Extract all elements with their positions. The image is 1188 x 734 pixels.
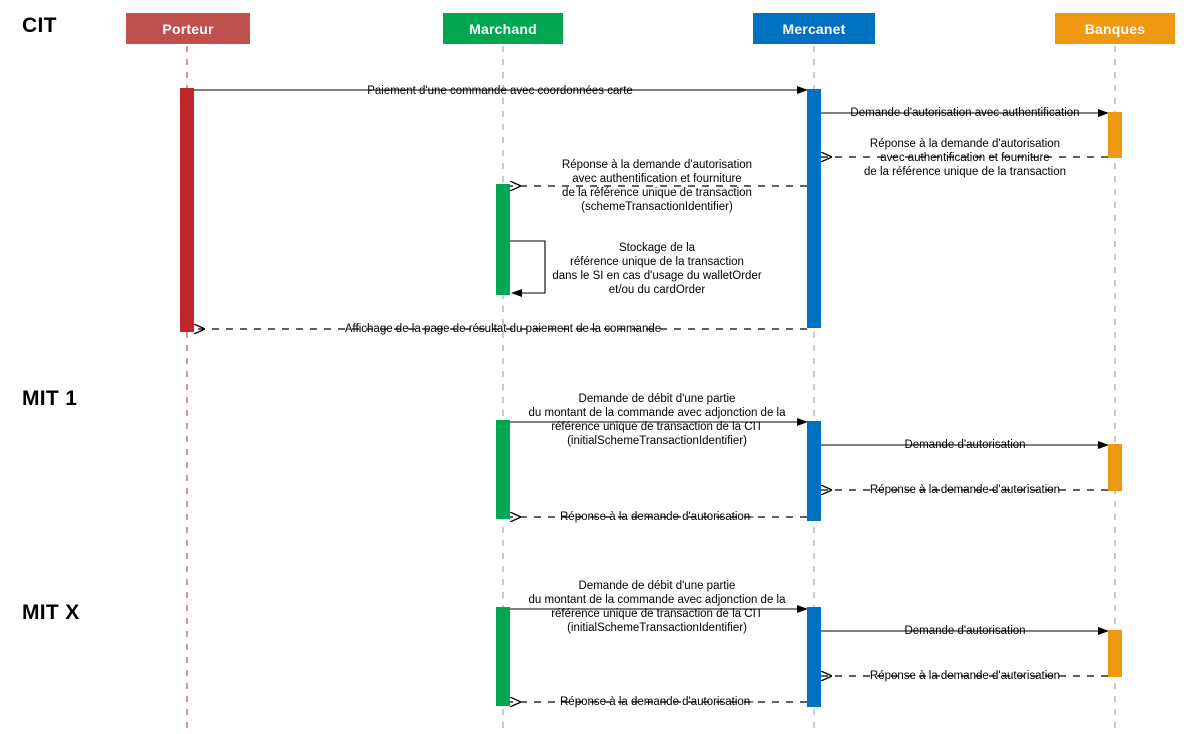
activation-bar-marchand-mit1 <box>496 420 510 519</box>
message-label-m9: Réponse à la demande d'autorisation <box>869 484 1061 496</box>
actor-label: Porteur <box>162 20 214 37</box>
phase-label-cit: CIT <box>22 14 57 37</box>
activation-bar-mercanet-mit1 <box>807 421 821 521</box>
actor-label: Marchand <box>469 20 537 37</box>
message-label-m13: Réponse à la demande d'autorisation <box>869 670 1061 682</box>
message-label-m3: Réponse à la demande d'autorisation avec… <box>863 138 1067 178</box>
activation-bar-banques-cit <box>1108 112 1122 158</box>
message-label-m11: Demande de débit d'une partie du montant… <box>528 580 786 634</box>
activation-bar-porteur-cit <box>180 88 194 332</box>
activation-bar-banques-mit1 <box>1108 444 1122 491</box>
phase-label-mit1: MIT 1 <box>22 387 78 410</box>
message-label-m1: Paiement d'une commande avec coordonnées… <box>367 85 633 97</box>
activation-bar-marchand-cit <box>496 184 510 295</box>
phase-label-mitx: MIT X <box>22 601 80 624</box>
actor-label: Mercanet <box>782 20 846 37</box>
message-label-m2: Demande d'autorisation avec authentifica… <box>850 107 1080 119</box>
activation-bar-mercanet-mitx <box>807 607 821 707</box>
actor-box-mercanet[interactable]: Mercanet <box>753 13 875 44</box>
message-label-m10: Réponse à la demande d'autorisation- <box>560 511 754 523</box>
actor-box-porteur[interactable]: Porteur <box>126 13 250 44</box>
actor-label: Banques <box>1084 20 1146 37</box>
activation-bar-marchand-mitx <box>496 607 510 706</box>
message-label-m5: Stockage de la référence unique de la tr… <box>552 242 762 296</box>
message-label-m14: Réponse à la demande d'autorisation- <box>560 696 754 708</box>
activation-bar-mercanet-cit <box>807 89 821 328</box>
message-label-m12: Demande d'autorisation <box>904 625 1026 637</box>
message-label-m4: Réponse à la demande d'autorisation avec… <box>561 159 753 213</box>
message-label-m6: Affichage de la page de résultat du paie… <box>344 323 662 335</box>
actor-box-marchand[interactable]: Marchand <box>443 13 563 44</box>
message-label-m7: Demande de débit d'une partie du montant… <box>528 393 786 447</box>
message-label-m8: Demande d'autorisation <box>904 439 1026 451</box>
actor-box-banques[interactable]: Banques <box>1055 13 1175 44</box>
activation-bar-banques-mitx <box>1108 630 1122 677</box>
